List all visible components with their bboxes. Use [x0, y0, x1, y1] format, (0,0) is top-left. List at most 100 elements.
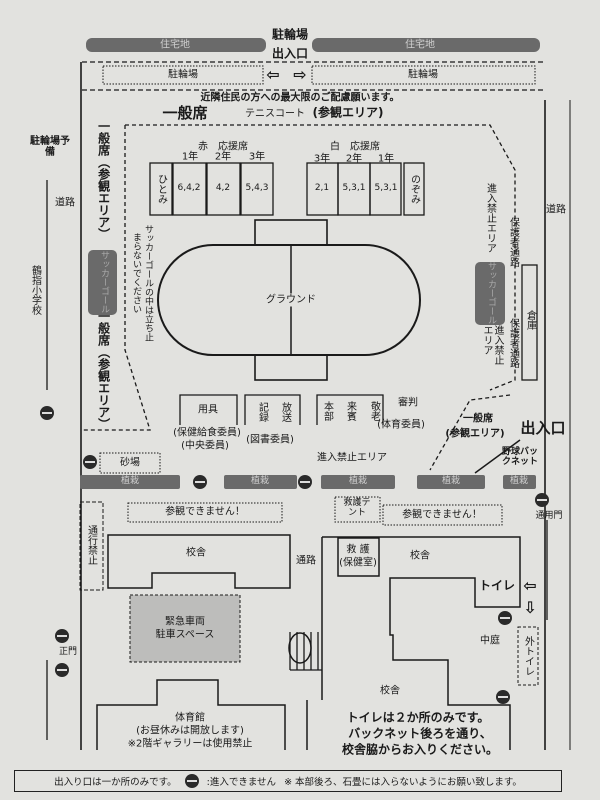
first-aid-room-label: (保健室) [339, 557, 377, 569]
emergency-parking-label: 駐車スペース [155, 629, 215, 641]
red-year: 2年 [214, 151, 232, 163]
planting [321, 475, 395, 489]
bike-parking-left: 駐輪場 [168, 69, 198, 81]
first-aid-tent: 救護テント [343, 498, 371, 518]
white-cheering-title: 白 応援席 [330, 141, 380, 153]
viewing-area-label: (参観エリア) [312, 105, 384, 120]
tent-record [244, 394, 301, 425]
no-entry-legend: :進入できません [206, 777, 277, 788]
no-entry-icon [55, 663, 69, 677]
storage-label: 倉庫 [524, 310, 536, 330]
planting-label: 植栽 [250, 476, 270, 487]
first-aid-tent-box [334, 496, 381, 523]
white-class: 5,3,1 [342, 183, 366, 194]
bike-reserve-label: 駐輪場予備 [30, 136, 70, 158]
no-viewing-right-box [382, 504, 503, 526]
white-special-class: のぞみ [408, 174, 420, 204]
no-passage-label: 通行禁止 [85, 525, 97, 565]
toilet-notice: バックネット後ろを通り、 [348, 726, 492, 741]
no-viewing-right: 参観できません！ [402, 509, 482, 521]
emergency-parking-box [129, 594, 241, 663]
gym-building [96, 679, 286, 750]
sandbox-box [99, 452, 161, 474]
arrow-down-icon: ⇩ [523, 598, 537, 618]
gym-label: 体育館 [175, 712, 205, 724]
planting-label: 植栽 [120, 476, 140, 487]
general-seats-left-2: 一般席（参観エリア） [96, 310, 111, 430]
passage-label: 通路 [296, 555, 316, 567]
bike-parking-left-box [102, 65, 264, 85]
white-year: 2年 [345, 153, 363, 165]
no-entry-icon [298, 475, 312, 489]
residential-bar-left [86, 38, 266, 52]
entrance-note: 出入り口は一か所のみです。 [54, 777, 177, 788]
backnet-line [474, 439, 521, 474]
planting-label: 植栽 [441, 476, 461, 487]
round-structure [288, 632, 312, 664]
red-class: 6,4,2 [177, 183, 201, 194]
white-year: 1年 [377, 153, 395, 165]
soccer-goal-left-label: サッカーゴール [98, 250, 109, 314]
school-building-left [107, 534, 291, 589]
white-year: 3年 [313, 153, 331, 165]
no-entry-icon [498, 611, 512, 625]
guardian-path-2: 保護者通路 [507, 318, 519, 368]
first-aid-room [337, 537, 380, 577]
no-passage-box [79, 501, 104, 591]
soccer-goal-right [475, 262, 505, 325]
school-building-right: 校舎 [410, 550, 430, 562]
white-box [369, 162, 402, 216]
main-gate-label: 正門 [58, 647, 78, 658]
toilet-notice: トイレは２か所のみです。 [346, 710, 490, 725]
library-staff: (図書委員) [246, 434, 294, 446]
storage-box [521, 264, 538, 381]
equipment-tent: 用具 [198, 404, 218, 416]
main-entrance-label: 出入口 [520, 418, 566, 437]
gym-note: (お昼休みは開放します) [136, 725, 244, 737]
general-seats-right: 一般席 [463, 413, 493, 425]
school-building-bottom: 校舎 [380, 685, 400, 697]
viewing-area-right: (参観エリア) [445, 428, 505, 440]
no-entry-area-right-1: 進入禁止エリア [484, 183, 496, 253]
viewing-area-boundary-right [429, 394, 511, 471]
red-special-box [149, 162, 173, 216]
planting-label: 植栽 [509, 476, 529, 487]
ground-label: グラウンド [264, 293, 318, 307]
referee-label: 審判 [398, 397, 418, 409]
broadcast-tent: 放送 [279, 402, 291, 422]
residential-label: 住宅地 [160, 39, 190, 51]
outdoor-toilet-label: 外トイレ [522, 636, 534, 676]
red-year: 1年 [181, 151, 199, 163]
arrow-right-icon: ⇨ [293, 65, 307, 85]
road-label-left: 道路 [55, 197, 75, 209]
no-entry-icon [55, 629, 69, 643]
school-building-right [306, 536, 521, 750]
no-entry-area-right-2: 進入禁止エリア [481, 325, 503, 365]
elderly-tent: 敬老 [368, 401, 380, 421]
red-box [206, 162, 241, 216]
guests-tent: 来賓 [344, 401, 356, 421]
no-entry-icon [193, 475, 207, 489]
arrow-left-icon: ⇦ [523, 576, 537, 596]
planting [417, 475, 485, 489]
red-year: 3年 [248, 151, 266, 163]
no-entry-icon [40, 406, 54, 420]
white-special-box [403, 162, 425, 216]
school-building-left: 校舎 [186, 547, 206, 559]
road-label-right: 道路 [546, 204, 566, 216]
sandbox-label: 砂場 [120, 457, 140, 469]
tent-hq [316, 394, 384, 425]
side-gate-label: 通用門 [535, 511, 563, 522]
planting [224, 475, 297, 489]
stone-note: ※ 本部後ろ、石畳には入らないようにお願い致します。 [284, 777, 522, 788]
no-entry-area-center: 進入禁止エリア [317, 452, 387, 464]
record-tent: 記録 [256, 402, 268, 422]
tennis-court-label: テニスコート [245, 108, 305, 120]
elementary-school-label: 鶴指小学校 [29, 265, 41, 315]
no-viewing-left: 参観できません！ [165, 506, 245, 518]
residential-label: 住宅地 [405, 39, 435, 51]
bike-parking-right-box [311, 65, 536, 85]
no-entry-icon [184, 774, 199, 788]
pe-staff: (体育委員) [377, 419, 425, 431]
